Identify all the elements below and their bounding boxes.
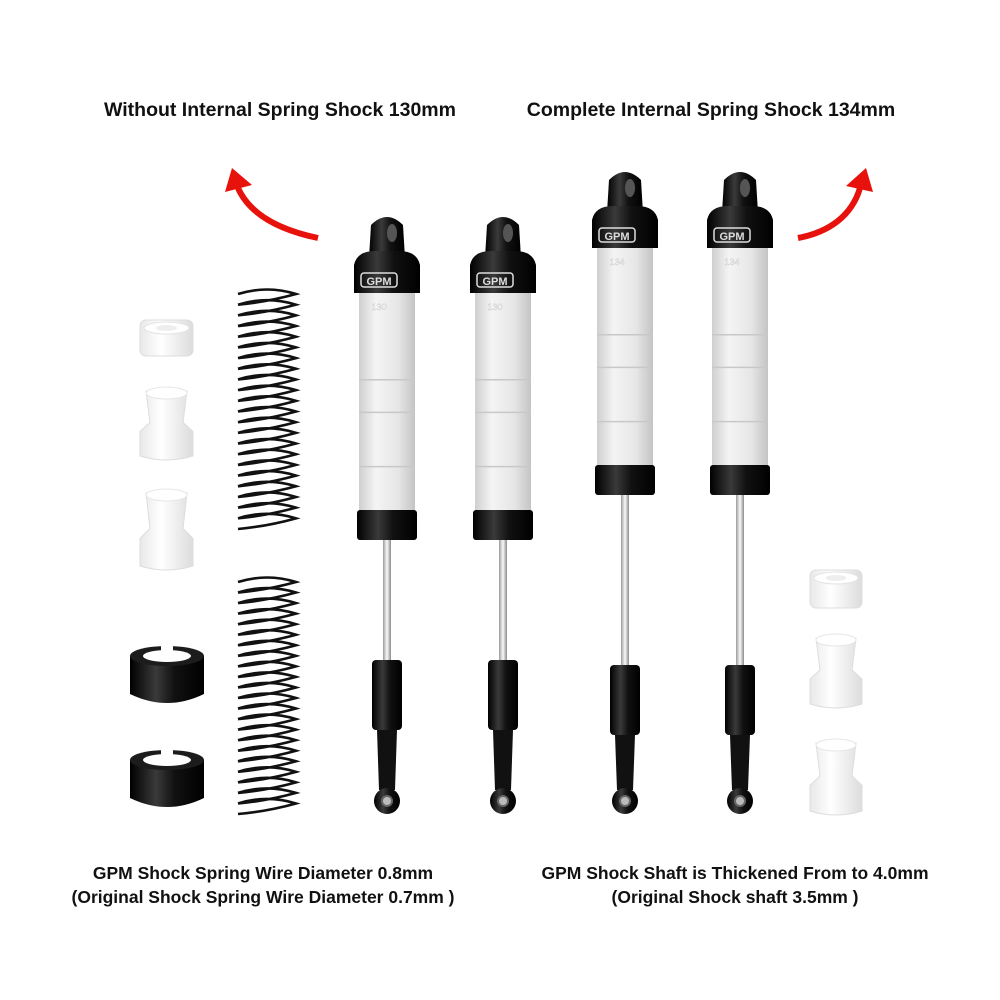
caption-shock-shaft-line1: GPM Shock Shaft is Thickened From to 4.0… bbox=[541, 863, 929, 883]
lower-mount bbox=[725, 665, 755, 735]
lower-mount bbox=[610, 665, 640, 735]
shock-body bbox=[712, 248, 768, 465]
shock-bushing bbox=[809, 633, 863, 709]
caption-spring-wire: GPM Shock Spring Wire Diameter 0.8mm (Or… bbox=[20, 861, 506, 909]
spring-retainer-cup bbox=[130, 748, 204, 807]
shock-bushing bbox=[809, 738, 863, 816]
lower-collar bbox=[710, 465, 770, 495]
shock-body bbox=[597, 248, 653, 465]
shock-shaft bbox=[621, 495, 629, 665]
cap-eyelet bbox=[607, 172, 643, 213]
brand-logo: GPM bbox=[366, 276, 391, 288]
lower-mount bbox=[372, 660, 402, 730]
heading-without-internal-spring: Without Internal Spring Shock 130mm bbox=[104, 99, 456, 121]
caption-spring-wire-line1: GPM Shock Spring Wire Diameter 0.8mm bbox=[92, 863, 434, 883]
cap-eyelet bbox=[722, 172, 758, 213]
lower-collar bbox=[473, 510, 533, 540]
length-label: 134 bbox=[609, 257, 624, 267]
cap-eyelet bbox=[369, 217, 405, 258]
heading-complete-internal-spring: Complete Internal Spring Shock 134mm bbox=[526, 99, 896, 121]
brand-logo: GPM bbox=[482, 276, 507, 288]
length-label: 130 bbox=[487, 302, 502, 312]
arrow-right-icon bbox=[797, 168, 873, 241]
shock-cap bbox=[707, 206, 773, 248]
caption-spring-wire-line2: (Original Shock Spring Wire Diameter 0.7… bbox=[71, 887, 455, 907]
brand-logo: GPM bbox=[604, 231, 629, 243]
shock-cap bbox=[592, 206, 658, 248]
shock-body bbox=[475, 293, 531, 510]
lower-collar bbox=[595, 465, 655, 495]
coil-spring bbox=[237, 288, 301, 531]
arrow-left-icon bbox=[225, 168, 319, 241]
shock-cap bbox=[470, 251, 536, 293]
flat-washer bbox=[809, 569, 863, 609]
caption-shock-shaft-line2: (Original Shock shaft 3.5mm ) bbox=[611, 887, 859, 907]
cap-eyelet bbox=[485, 217, 521, 258]
coil-spring bbox=[237, 576, 301, 816]
lower-collar bbox=[357, 510, 417, 540]
spring-retainer-cup bbox=[130, 644, 204, 703]
shock-absorber: GPM 134 bbox=[592, 172, 658, 814]
shock-bushing bbox=[139, 386, 194, 461]
lower-mount bbox=[488, 660, 518, 730]
shock-cap bbox=[354, 251, 420, 293]
shock-body bbox=[359, 293, 415, 510]
shock-absorber: GPM 130 bbox=[470, 217, 536, 814]
shock-shaft bbox=[736, 495, 744, 665]
brand-logo: GPM bbox=[719, 231, 744, 243]
shock-absorber: GPM 130 bbox=[354, 217, 420, 814]
length-label: 134 bbox=[724, 257, 739, 267]
shock-bushing bbox=[139, 488, 194, 571]
shock-shaft bbox=[383, 540, 391, 660]
caption-shock-shaft: GPM Shock Shaft is Thickened From to 4.0… bbox=[500, 861, 970, 909]
shock-shaft bbox=[499, 540, 507, 660]
length-label: 130 bbox=[371, 302, 386, 312]
shock-absorber: GPM 134 bbox=[707, 172, 773, 814]
flat-washer bbox=[139, 319, 194, 357]
